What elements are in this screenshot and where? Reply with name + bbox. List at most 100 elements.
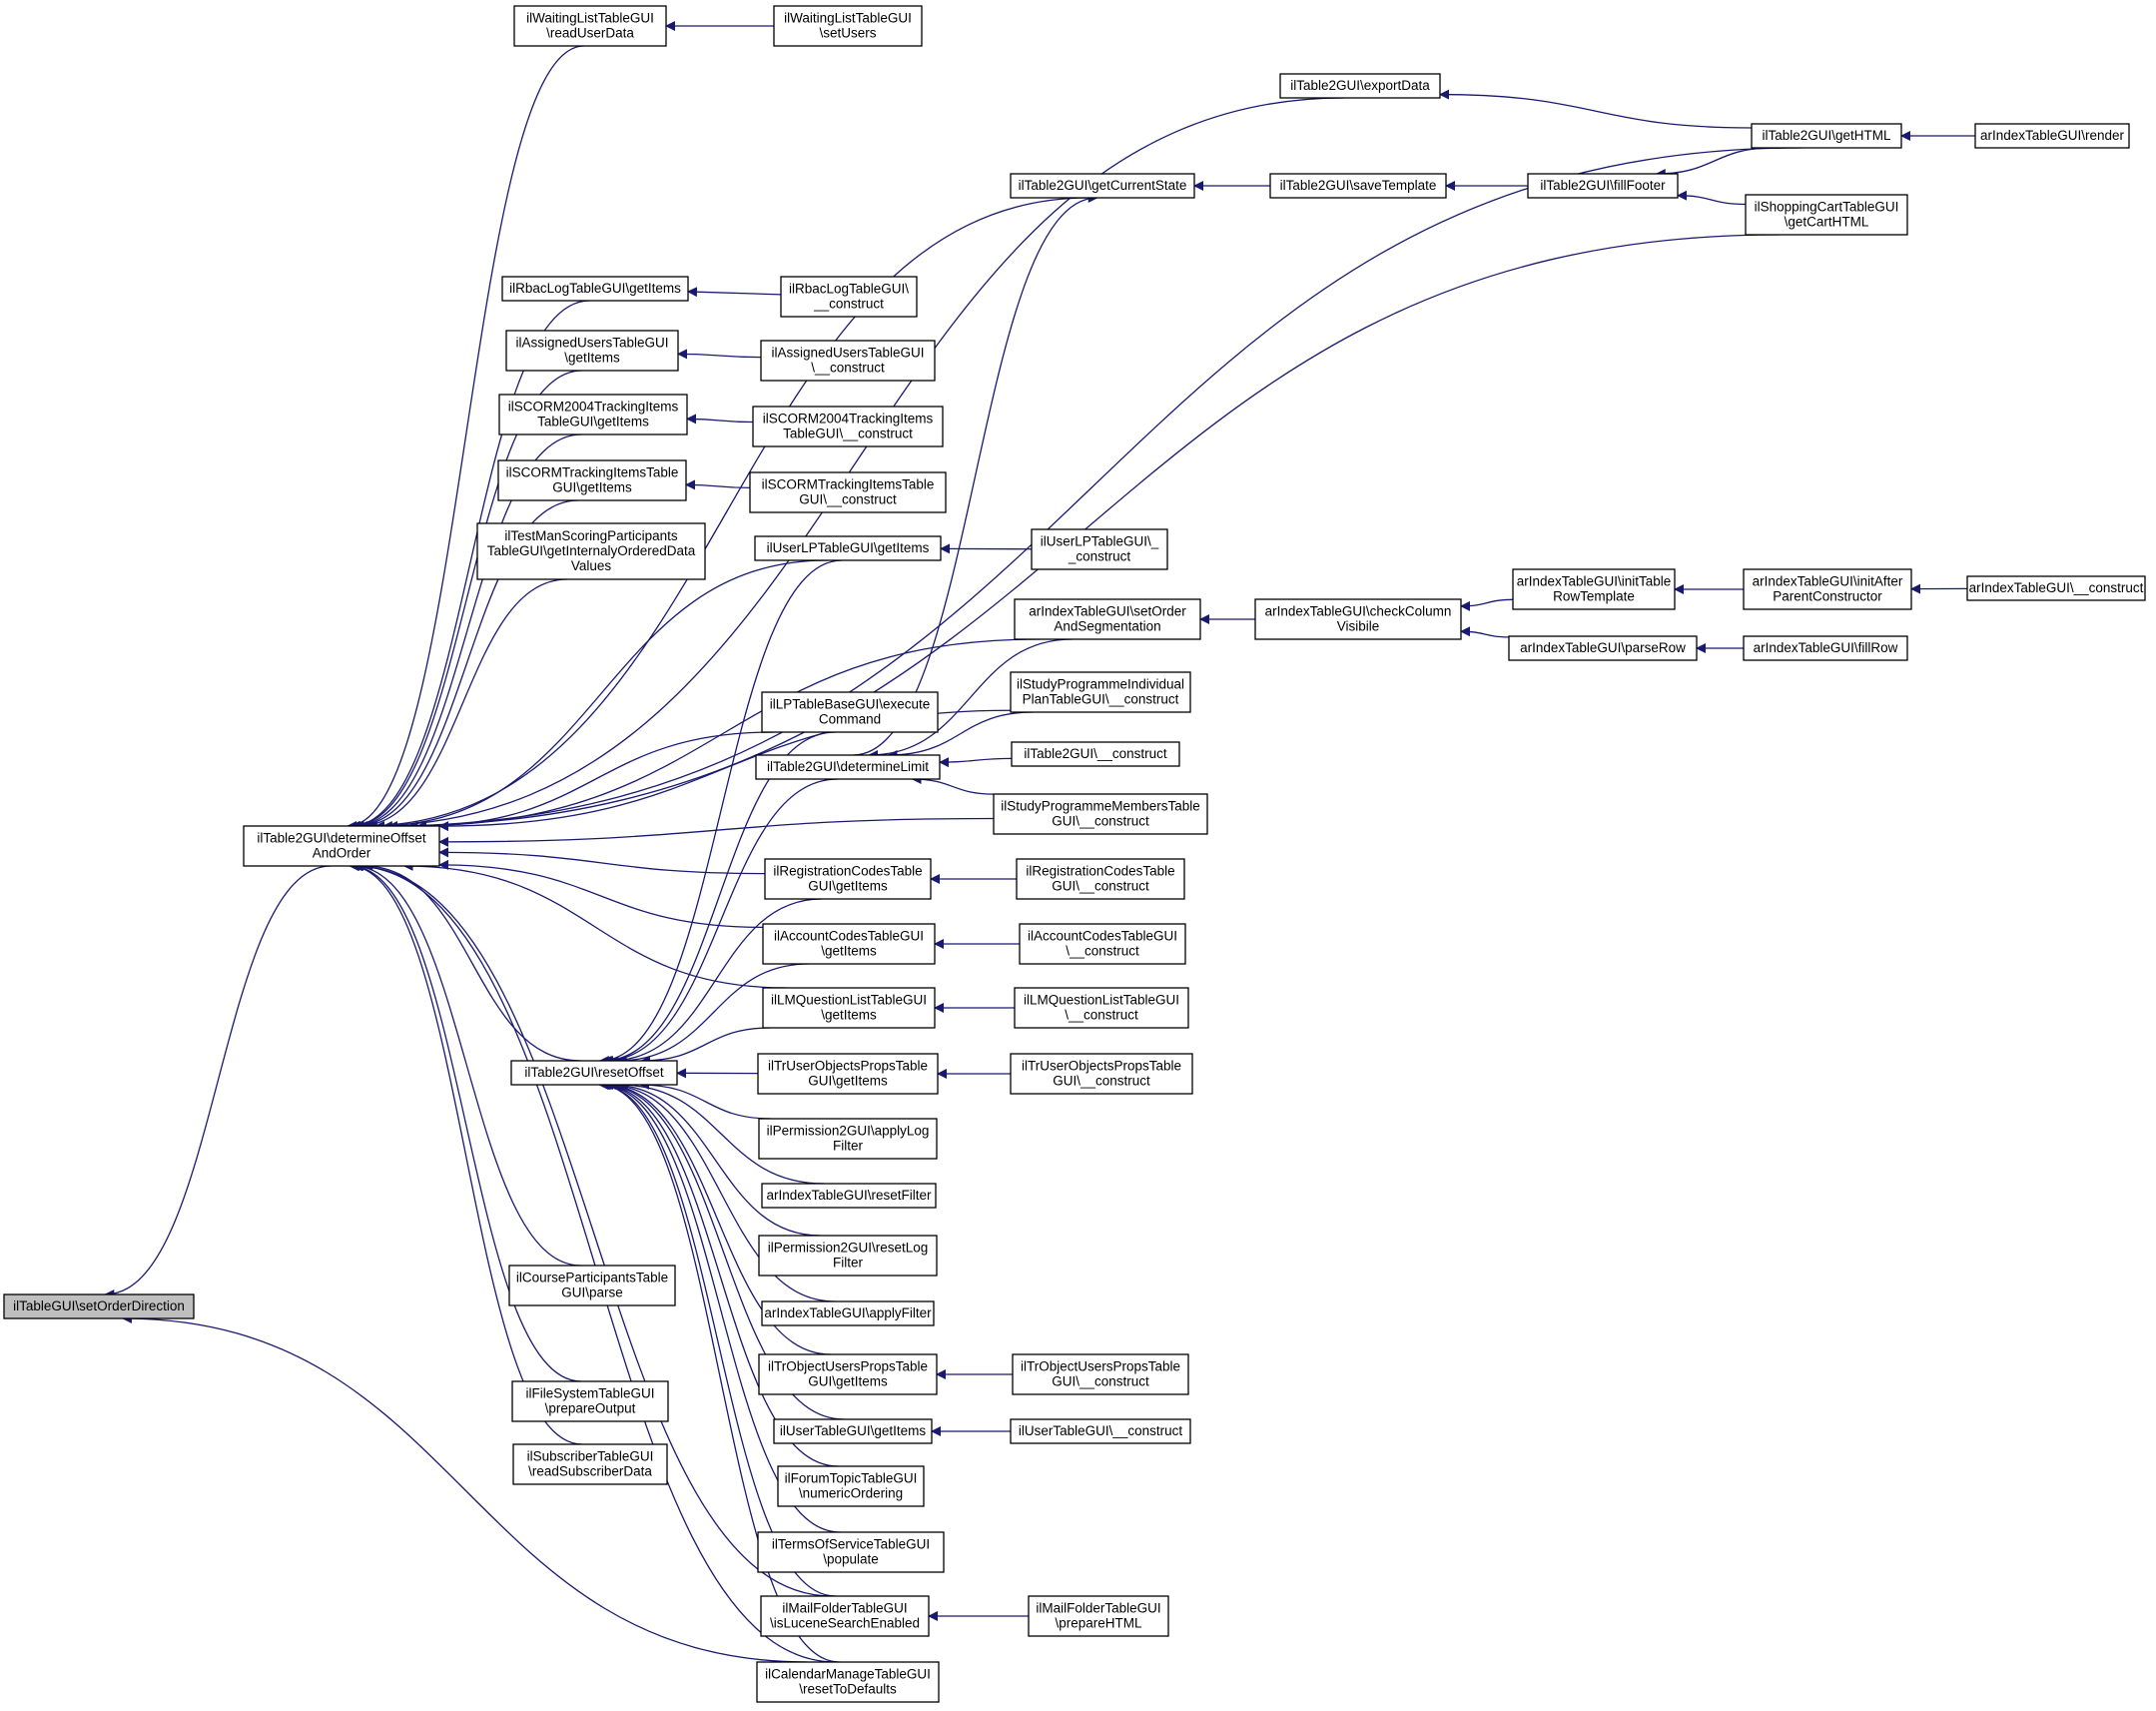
node-lmqCon[interactable]: ilLMQuestionListTableGUI\__construct [1014, 987, 1189, 1029]
node-box[interactable] [1014, 987, 1189, 1029]
node-box[interactable] [757, 1531, 945, 1573]
node-box[interactable] [1966, 575, 2146, 601]
node-rbacGet[interactable]: ilRbacLogTableGUI\getItems [501, 276, 689, 302]
node-box[interactable] [1014, 598, 1201, 640]
node-box[interactable] [1751, 123, 1902, 149]
node-box[interactable] [761, 691, 939, 733]
node-mailPrep[interactable]: ilMailFolderTableGUI\prepareHTML [1028, 1595, 1169, 1637]
node-box[interactable] [1745, 194, 1908, 236]
node-testMan[interactable]: ilTestManScoringParticipantsTableGUI\get… [476, 522, 706, 580]
node-box[interactable] [3, 1293, 195, 1319]
node-assignCon[interactable]: ilAssignedUsersTableGUI\__construct [760, 340, 936, 382]
node-saveTemplate[interactable]: ilTable2GUI\saveTemplate [1269, 173, 1447, 199]
node-box[interactable] [1512, 568, 1676, 610]
node-box[interactable] [1012, 1353, 1189, 1395]
node-box[interactable] [757, 1053, 939, 1095]
node-accCon[interactable]: ilAccountCodesTableGUI\__construct [1019, 923, 1186, 965]
node-box[interactable] [762, 923, 936, 965]
node-getHTML[interactable]: ilTable2GUI\getHTML [1751, 123, 1902, 149]
node-arApplyFilter[interactable]: arIndexTableGUI\applyFilter [761, 1300, 935, 1326]
node-box[interactable] [777, 1465, 925, 1507]
node-box[interactable] [780, 276, 918, 318]
node-subscriber[interactable]: ilSubscriberTableGUI\readSubscriberData [512, 1443, 668, 1485]
node-resetOffset[interactable]: ilTable2GUI\resetOffset [510, 1060, 678, 1086]
node-box[interactable] [1010, 671, 1191, 713]
node-arParseRow[interactable]: arIndexTableGUI\parseRow [1508, 635, 1698, 661]
node-arConstruct[interactable]: arIndexTableGUI\__construct [1966, 575, 2146, 601]
node-waitSetUsers[interactable]: ilWaitingListTableGUI\setUsers [773, 5, 923, 47]
node-shopCart[interactable]: ilShoppingCartTableGUI\getCartHTML [1745, 194, 1908, 236]
node-box[interactable] [1279, 73, 1441, 99]
node-box[interactable] [758, 1235, 938, 1277]
node-box[interactable] [513, 5, 667, 47]
node-box[interactable] [497, 459, 687, 501]
node-box[interactable] [755, 754, 941, 780]
node-arFillRow[interactable]: arIndexTableGUI\fillRow [1743, 635, 1908, 661]
node-box[interactable] [749, 471, 947, 513]
node-box[interactable] [1010, 1418, 1191, 1444]
node-userGet[interactable]: ilUserTableGUI\getItems [773, 1418, 933, 1444]
node-box[interactable] [1011, 741, 1180, 767]
node-assignGet[interactable]: ilAssignedUsersTableGUI\getItems [505, 330, 679, 372]
node-userLPCon[interactable]: ilUserLPTableGUI\__construct [1031, 528, 1168, 570]
node-determineLimit[interactable]: ilTable2GUI\determineLimit [755, 754, 941, 780]
node-box[interactable] [1010, 1053, 1193, 1095]
node-scorm04Con[interactable]: ilSCORM2004TrackingItemsTableGUI\__const… [752, 406, 944, 447]
node-box[interactable] [1527, 173, 1679, 199]
node-box[interactable] [1031, 528, 1168, 570]
node-box[interactable] [761, 1300, 935, 1326]
node-box[interactable] [243, 825, 440, 867]
node-box[interactable] [762, 987, 936, 1029]
node-box[interactable] [1508, 635, 1698, 661]
node-t2Construct[interactable]: ilTable2GUI\__construct [1011, 741, 1180, 767]
node-box[interactable] [758, 1118, 938, 1160]
node-mailLucene[interactable]: ilMailFolderTableGUI\isLuceneSearchEnabl… [760, 1595, 930, 1637]
node-lmqGet[interactable]: ilLMQuestionListTableGUI\getItems [762, 987, 936, 1029]
node-arRender[interactable]: arIndexTableGUI\render [1974, 123, 2130, 149]
node-box[interactable] [993, 793, 1208, 835]
node-fileSys[interactable]: ilFileSystemTableGUI\prepareOutput [511, 1380, 669, 1422]
node-box[interactable] [1010, 173, 1195, 199]
node-scorm04Get[interactable]: ilSCORM2004TrackingItemsTableGUI\getItem… [498, 394, 688, 435]
node-box[interactable] [760, 340, 936, 382]
node-arResetFilter[interactable]: arIndexTableGUI\resetFilter [761, 1183, 937, 1209]
node-getCurrentState[interactable]: ilTable2GUI\getCurrentState [1010, 173, 1195, 199]
node-box[interactable] [773, 1418, 933, 1444]
node-box[interactable] [476, 522, 706, 580]
node-box[interactable] [761, 1183, 937, 1209]
node-box[interactable] [1028, 1595, 1169, 1637]
node-studyIndiv[interactable]: ilStudyProgrammeIndividualPlanTableGUI\_… [1010, 671, 1191, 713]
node-box[interactable] [752, 406, 944, 447]
node-box[interactable] [1974, 123, 2130, 149]
node-box[interactable] [1743, 635, 1908, 661]
node-box[interactable] [498, 394, 688, 435]
node-box[interactable] [501, 276, 689, 302]
node-box[interactable] [773, 5, 923, 47]
node-box[interactable] [754, 535, 942, 561]
node-box[interactable] [1019, 923, 1186, 965]
node-studyMembers[interactable]: ilStudyProgrammeMembersTableGUI\__constr… [993, 793, 1208, 835]
node-userLPGet[interactable]: ilUserLPTableGUI\getItems [754, 535, 942, 561]
node-box[interactable] [512, 1443, 668, 1485]
node-waitReadUser[interactable]: ilWaitingListTableGUI\readUserData [513, 5, 667, 47]
node-box[interactable] [505, 330, 679, 372]
node-box[interactable] [1016, 858, 1185, 900]
node-box[interactable] [510, 1060, 678, 1086]
node-root[interactable]: ilTableGUI\setOrderDirection [3, 1293, 195, 1319]
node-fillFooter[interactable]: ilTable2GUI\fillFooter [1527, 173, 1679, 199]
node-box[interactable] [511, 1380, 669, 1422]
